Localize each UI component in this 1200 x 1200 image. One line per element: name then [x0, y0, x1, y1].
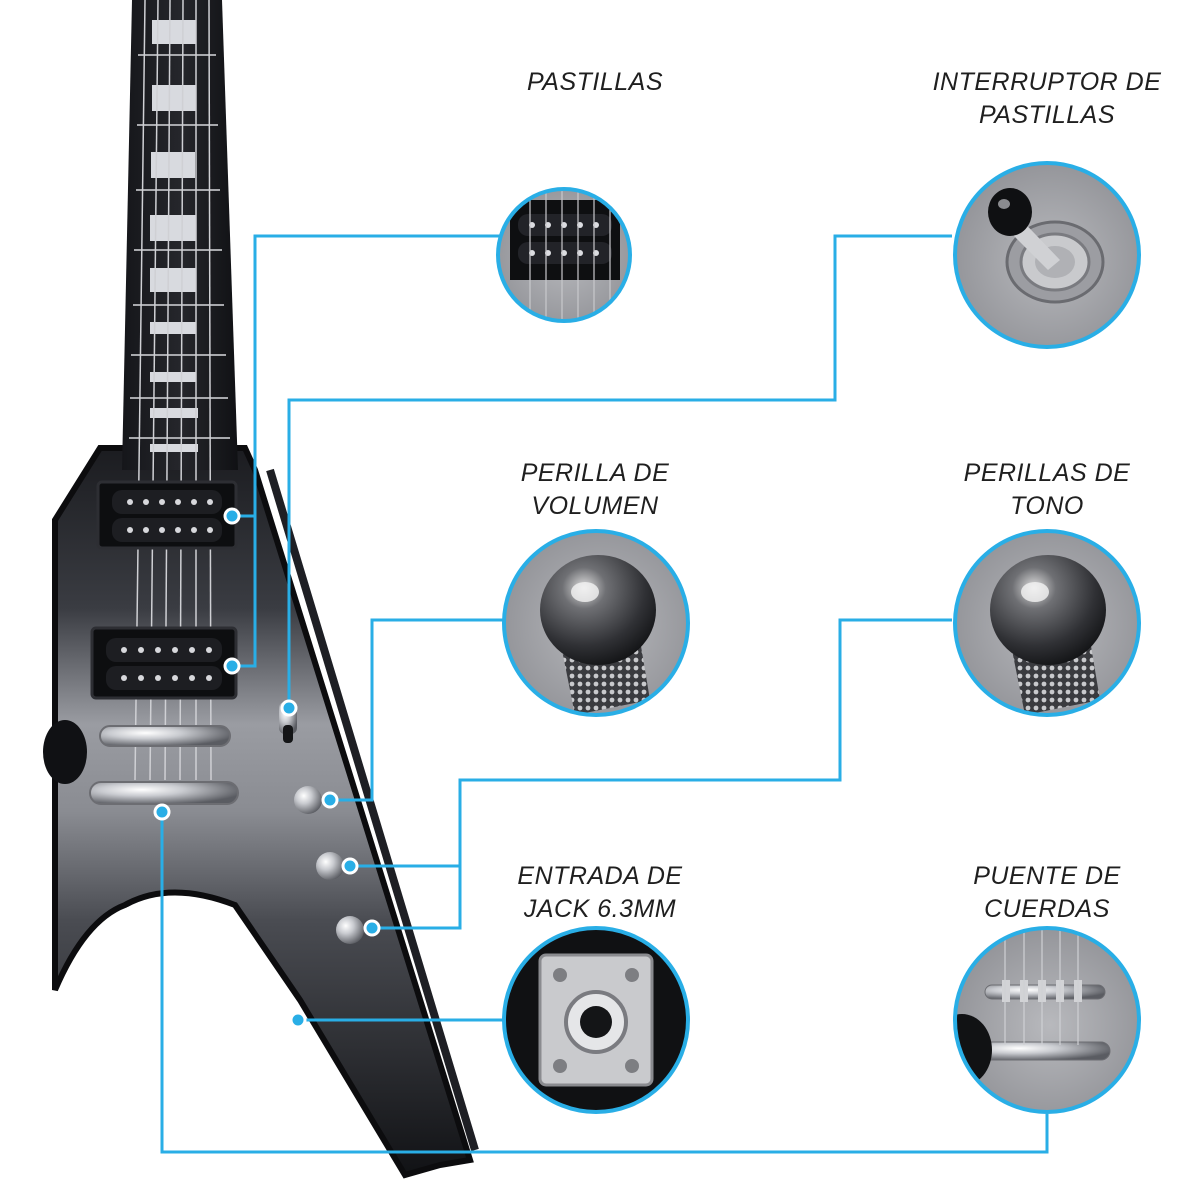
guitar-body: [52, 445, 479, 1179]
guitar-pickup-bridge: [90, 626, 238, 700]
guitar-knobs: [294, 786, 364, 944]
label-tono: PERILLAS DE TONO: [963, 459, 1131, 520]
guitar-pickup-neck: [96, 480, 238, 550]
connector-dots: [153, 507, 381, 1029]
label-pastillas: PASTILLAS: [526, 68, 664, 96]
label-jack: ENTRADA DE JACK 6.3MM: [517, 862, 683, 923]
tone-knob-closeup: [953, 529, 1141, 717]
label-puente: PUENTE DE CUERDAS: [973, 862, 1121, 923]
label-interruptor: INTERRUPTOR DE PASTILLAS: [932, 68, 1162, 129]
guitar-neck: [122, 0, 238, 781]
pickup-closeup: [496, 187, 632, 323]
guitar-bridge: [43, 720, 239, 805]
volume-knob-closeup: [502, 529, 690, 717]
bridge-closeup: [953, 926, 1141, 1114]
jack-closeup: [502, 926, 690, 1114]
label-volumen: PERILLA DE VOLUMEN: [520, 459, 670, 520]
toggle-switch-closeup: [953, 161, 1141, 349]
